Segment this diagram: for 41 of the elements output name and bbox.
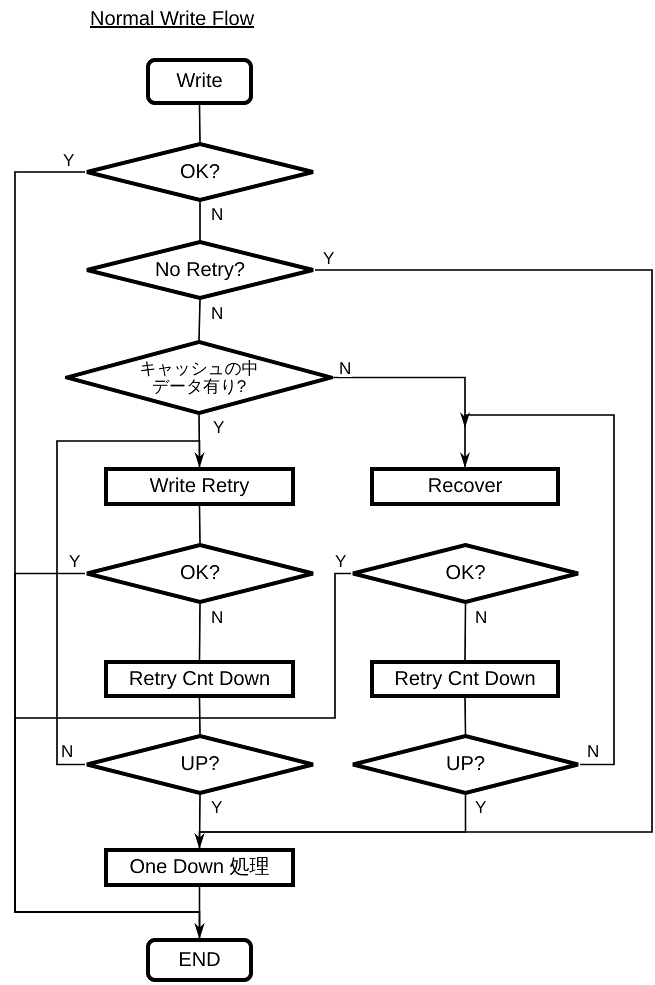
connector-line	[198, 604, 201, 660]
decision-diamond: OK?	[351, 543, 580, 604]
edge-label: Y	[474, 799, 488, 816]
decision-diamond: No Retry?	[85, 240, 315, 300]
decision-diamond: キャッシュの中データ有り?	[65, 340, 333, 415]
edge-label: Y	[212, 419, 226, 436]
edge-label: N	[210, 206, 224, 223]
connector-line	[198, 698, 201, 734]
terminal-box: Write	[146, 58, 253, 105]
edge-label: N	[60, 743, 74, 760]
decision-diamond: OK?	[85, 543, 315, 604]
edge-label: N	[210, 609, 224, 626]
edge-label: N	[586, 743, 600, 760]
arrow	[56, 440, 204, 766]
arrow	[194, 795, 466, 849]
process-box: One Down 処理	[104, 848, 295, 887]
edge-label: Y	[322, 250, 336, 267]
process-box: Retry Cnt Down	[104, 660, 295, 698]
edge-label: Y	[68, 553, 82, 570]
process-box: Write Retry	[104, 467, 295, 506]
connector-line	[199, 202, 201, 240]
process-box: Retry Cnt Down	[370, 660, 560, 698]
edge-label: N	[474, 609, 488, 626]
connector-line	[198, 300, 201, 340]
edge-label: Y	[62, 152, 76, 169]
edge-label: Y	[334, 553, 348, 570]
connector-line	[198, 887, 200, 938]
edge-label: N	[338, 360, 352, 377]
arrow	[333, 376, 470, 468]
terminal-box: END	[146, 938, 253, 982]
title: Normal Write Flow	[90, 8, 254, 31]
process-box: Recover	[370, 467, 560, 506]
arrow	[460, 412, 615, 766]
edge-label: N	[210, 305, 224, 322]
connector-line	[198, 506, 201, 544]
connector-line	[464, 698, 466, 734]
connector-line	[198, 104, 201, 142]
edge-label: Y	[210, 799, 224, 816]
decision-diamond: UP?	[351, 734, 580, 795]
decision-diamond: OK?	[85, 142, 315, 202]
connector-line	[464, 604, 466, 660]
